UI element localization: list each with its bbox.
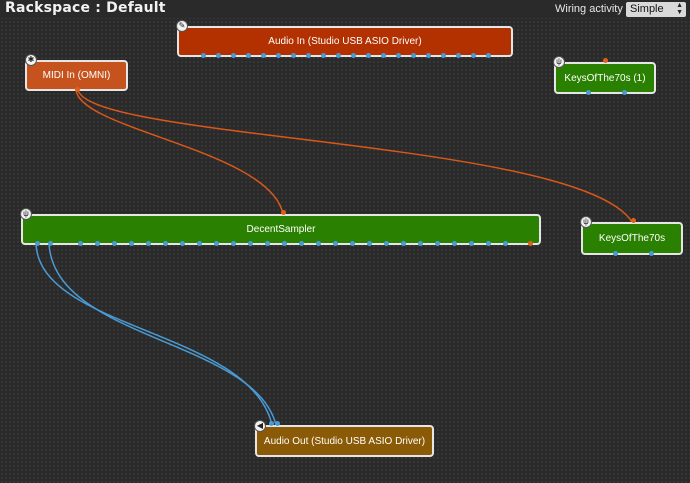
midi-in-output-pins (27, 87, 126, 93)
keysofthe70s-node[interactable]: KeysOfThe70s ψ (580, 216, 683, 257)
rackspace-title: Rackspace : Default (5, 0, 166, 16)
audio-input-pin-right (275, 421, 280, 426)
audio-in-label: Audio In (Studio USB ASIO Driver) (268, 36, 422, 47)
midi-input-pin (603, 58, 608, 63)
audio-in-node[interactable]: Audio In (Studio USB ASIO Driver) ✎ (176, 20, 513, 59)
midi-input-pin (631, 218, 636, 223)
header-bar: Rackspace : Default Wiring activity Simp… (0, 0, 690, 18)
audio-in-output-pins (179, 53, 511, 59)
wiring-activity-label: Wiring activity (555, 3, 623, 15)
midi-in-label: MIDI In (OMNI) (42, 70, 111, 81)
midi-in-node[interactable]: MIDI In (OMNI) ✱ (25, 54, 128, 93)
plugin-icon[interactable]: ψ (580, 216, 592, 228)
keysofthe70s-label: KeysOfThe70s (598, 233, 666, 244)
audio-wire-left[interactable] (35, 243, 273, 426)
keysofthe70s-1-node[interactable]: KeysOfThe70s (1) ψ (553, 56, 656, 96)
select-arrows-icon: ▲▼ (676, 2, 683, 16)
plugin-icon[interactable]: ψ (553, 56, 565, 68)
plugin-icon[interactable]: ψ (20, 208, 32, 220)
midi-wire-to-decentsampler[interactable] (75, 89, 284, 215)
keysofthe70s-output-pins (583, 251, 681, 257)
decentsampler-output-pins (23, 241, 539, 247)
midi-wire-to-keysofthe70s[interactable] (77, 89, 633, 223)
audio-out-label: Audio Out (Studio USB ASIO Driver) (263, 435, 426, 447)
wiring-activity-value: Simple (630, 3, 664, 15)
wiring-activity-select[interactable]: Simple ▲▼ (626, 2, 686, 17)
audio-wire-right[interactable] (48, 243, 277, 426)
midi-plug-icon[interactable]: ✱ (25, 54, 37, 66)
keysofthe70s-1-output-pins (556, 90, 654, 96)
audio-input-pin-left (269, 421, 274, 426)
keysofthe70s-1-label: KeysOfThe70s (1) (564, 72, 646, 84)
decentsampler-node[interactable]: DecentSampler ψ (20, 208, 541, 247)
speaker-icon[interactable]: ◀ (254, 420, 266, 432)
midi-input-pin (281, 210, 286, 215)
edit-pencil-icon[interactable]: ✎ (176, 20, 188, 32)
decentsampler-label: DecentSampler (246, 224, 316, 235)
audio-out-node[interactable]: Audio Out (Studio USB ASIO Driver) ◀ (254, 420, 434, 457)
